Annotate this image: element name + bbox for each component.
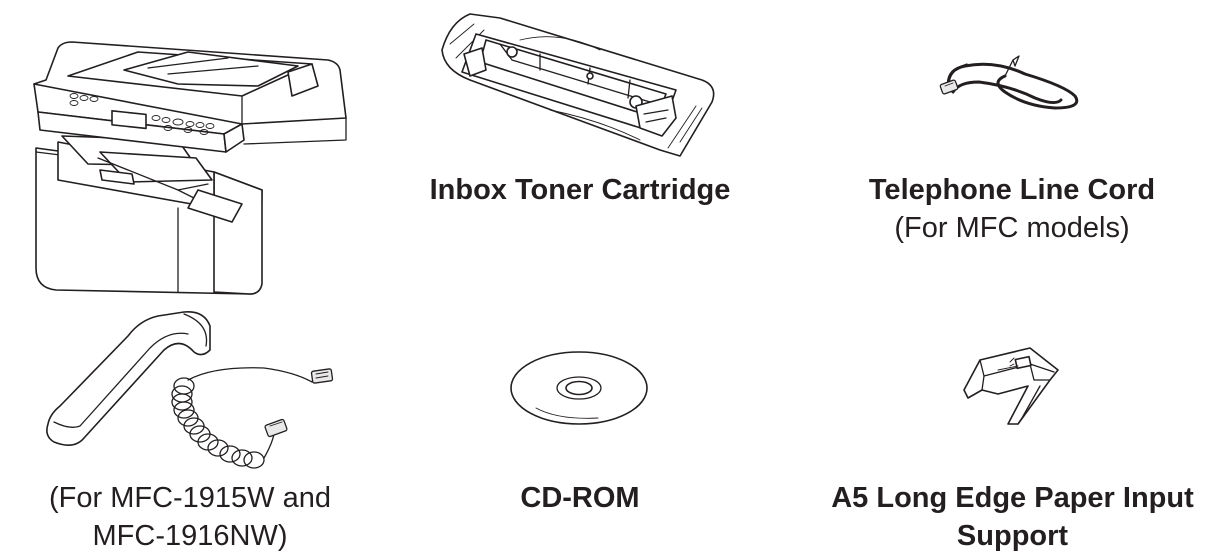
cd-rom-caption: CD-ROM	[380, 479, 780, 517]
paper-support-caption: A5 Long Edge Paper Input Support	[805, 479, 1210, 555]
handset-illustration	[44, 306, 344, 476]
toner-illustration	[440, 10, 720, 160]
paper-support-title-line1: A5 Long Edge Paper Input	[831, 482, 1194, 514]
toner-cartridge-icon	[441, 13, 715, 157]
toner-title: Inbox Toner Cartridge	[429, 174, 731, 206]
telephone-cord-subtitle: (For MFC models)	[894, 212, 1130, 244]
cd-rom-illustration	[508, 348, 650, 428]
printer-icon	[33, 41, 347, 295]
telephone-cord-title: Telephone Line Cord	[868, 174, 1156, 206]
paper-support-title-line2: Support	[956, 520, 1069, 552]
telephone-cord-caption: Telephone Line Cord (For MFC models)	[812, 171, 1210, 247]
handset-subtitle-line1: (For MFC-1915W and	[48, 482, 331, 514]
handset-caption: (For MFC-1915W and MFC-1916NW)	[0, 479, 380, 555]
handset-subtitle-line2: MFC-1916NW)	[92, 520, 288, 552]
telephone-cord-illustration	[935, 52, 1085, 114]
handset-icon	[46, 310, 334, 469]
toner-caption: Inbox Toner Cartridge	[380, 171, 780, 209]
paper-support-illustration	[958, 340, 1068, 432]
telephone-cord-icon	[939, 55, 1079, 110]
printer-illustration	[28, 40, 358, 300]
paper-support-icon	[963, 347, 1059, 425]
cd-rom-icon	[510, 351, 648, 425]
cd-rom-title: CD-ROM	[520, 482, 640, 514]
